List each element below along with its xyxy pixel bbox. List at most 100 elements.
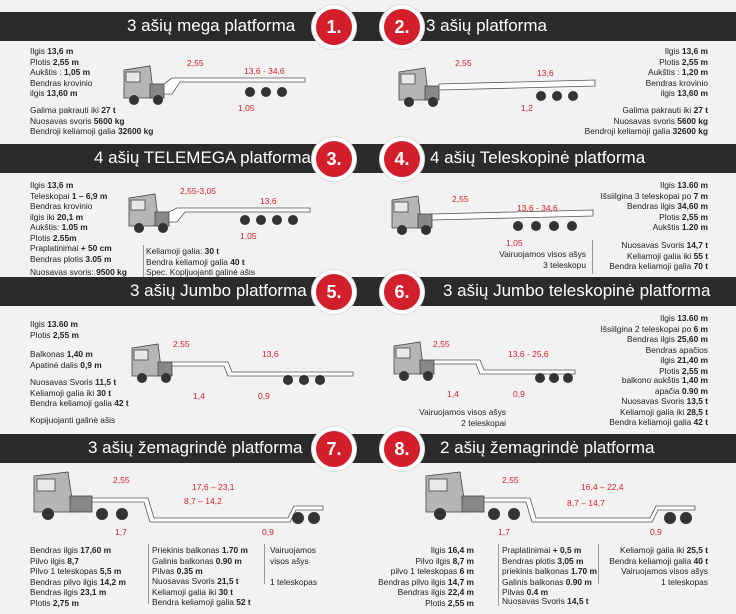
spec-line: 2 teleskopai [419, 418, 506, 429]
spec-line: Teleskopai 1 – 6,9 m [30, 191, 112, 202]
spec-label: Galima pakrauti iki [622, 105, 694, 115]
spec-value: 52 t [236, 597, 251, 607]
spec-line: Nuosavas Svoris 13,5 t [609, 396, 708, 407]
spec-value: 13.60 m [677, 313, 708, 323]
spec-value: 0.90 m [681, 385, 708, 396]
spec-value: 3,05 m [557, 555, 584, 566]
p5-dim-bottom: 0,9 [258, 391, 270, 401]
spec-line: Bendras ilgis 23,1 m [30, 587, 126, 598]
spec-line: Pilvo 1 teleskopas 5,5 m [30, 566, 126, 577]
truck-icon [398, 67, 596, 107]
spec-value: 2,55 m [681, 365, 708, 376]
spec-label: Bendras apačios [645, 344, 708, 355]
spec-line: Ilgis 13.60 m [600, 180, 708, 191]
spec-value: 8,7 m [452, 555, 474, 566]
spec-line: Pilvo ilgis 8,7 [30, 556, 126, 567]
spec-value: 1.05 m [61, 222, 88, 232]
spec-label: Pilvas [502, 587, 527, 597]
badge-1: 1. [312, 5, 356, 49]
spec-label: Balkonas [30, 349, 67, 359]
spec-value: 27 t [693, 105, 708, 115]
title-zemagrinde-2: 2 ašių žemagrindė platforma [440, 438, 655, 457]
divider [598, 544, 599, 584]
spec-label: Ilgis [660, 313, 678, 323]
spec-line: Bendras ilgis 22,4 m [378, 587, 474, 598]
badge-2: 2. [380, 5, 424, 49]
spec-label: Ilgis [30, 46, 48, 56]
spec-line: Vairuojamos visos ašys [419, 407, 506, 418]
spec-line: Bendras krovinio [30, 78, 92, 89]
spec-label: Ilgis [30, 319, 48, 329]
spec-line: Bendras plotis 3,05 m [502, 556, 597, 567]
spec-value: 13,6 m [681, 46, 708, 56]
spec-value: 21,40 m [677, 355, 708, 365]
spec-line: 1 teleskopas [609, 577, 708, 588]
cab [123, 65, 165, 99]
spec-value: 14,5 t [567, 596, 589, 606]
spec-value: 5600 kg [677, 115, 708, 126]
spec-line: Nuosavas svoris 5600 kg [585, 115, 709, 127]
spec-value: 13.60 m [677, 180, 708, 190]
spec-label: Bendra keliamoji galia [152, 597, 237, 607]
truck-icon [131, 343, 354, 385]
spec-label: Nuosavas svoris: [30, 267, 97, 277]
spec-label: Pilvo 1 teleskopas [30, 566, 100, 576]
spec-label: Vairuojamos visos ašys [419, 407, 506, 417]
spec-line: apačia 0.90 m [622, 386, 708, 397]
divider [498, 544, 499, 606]
spec-label: Vairuojamos visos ašys [621, 566, 708, 576]
spec-label: Keliamoji galia iki [620, 406, 687, 417]
spec-value: 17,60 m [80, 545, 112, 555]
spec-label: pilvo 1 teleskopas [390, 566, 460, 576]
spec-value: 13,6 m [47, 180, 74, 190]
spec-line: Priekinis balkonas 1.70 m [152, 545, 248, 556]
spec-label: Plotis [30, 56, 53, 67]
title-mega: 3 ašių mega platforma [127, 16, 296, 35]
spec-line: Bendra keliamoji galia 40 t [146, 257, 255, 268]
spec-line: Plotis 2,55 m [30, 330, 79, 341]
p5-dim-width: 2,55 [173, 339, 190, 349]
badge-5: 5. [312, 270, 356, 314]
p6-dim-bottom: 0,9 [513, 389, 525, 399]
truck-icon [33, 471, 324, 524]
spec-value: 13,5 t [686, 396, 708, 406]
spec-line: Nuosavas Svoris 11,5 t [30, 377, 129, 388]
badge-7: 7. [312, 427, 356, 471]
p4-dim-length: 13,6 - 34,6 [517, 203, 558, 213]
spec-line: Vairuojamos [270, 545, 317, 556]
spec-line: priekinis balkonas 1.70 m [502, 566, 597, 577]
spec-value: 11,5 t [95, 377, 117, 387]
truck-icon [123, 65, 306, 105]
spec-value: 28,5 t [686, 406, 708, 417]
spec-line: Galima pakrauti iki 27 t [585, 105, 708, 116]
spec-value: 23,1 m [80, 587, 107, 597]
spec-line: 1 teleskopas [270, 577, 317, 588]
section-band-2: 4 ašių TELEMEGA platforma 4 ašių Telesko… [0, 144, 736, 173]
spec-label: Bendra keliamoji galia [30, 398, 115, 408]
spec-line: 3 teleskopu [499, 260, 586, 271]
spec-line: Ilgis 16,4 m [378, 545, 474, 556]
spec-value: 25,5 t [686, 545, 708, 555]
spec-value: 14,7 m [447, 576, 474, 587]
spec-value: 42 t [114, 398, 129, 408]
spec-label: Bendras plotis [502, 555, 558, 566]
spec-label: Plotis [30, 232, 53, 243]
title-jumbo: 3 ašių Jumbo platforma [130, 281, 307, 300]
spec-label: ilgis iki [30, 211, 57, 222]
title-platforma: 3 ašių platforma [426, 16, 547, 35]
p7-dim-front: 1,7 [115, 527, 127, 537]
spec-label: Bendras krovinio [30, 201, 93, 211]
spec-value: 13.60 m [47, 319, 78, 329]
spec-label: Galinis balkonas [502, 576, 566, 587]
divider [592, 240, 593, 274]
spec-value: 13,60 m [46, 88, 78, 98]
spec-label: Bendras ilgis [626, 201, 678, 211]
spec-label: visos ašys [270, 555, 309, 566]
p8-dim-rear: 0,9 [650, 527, 662, 537]
spec-value: 6 m [693, 323, 708, 334]
